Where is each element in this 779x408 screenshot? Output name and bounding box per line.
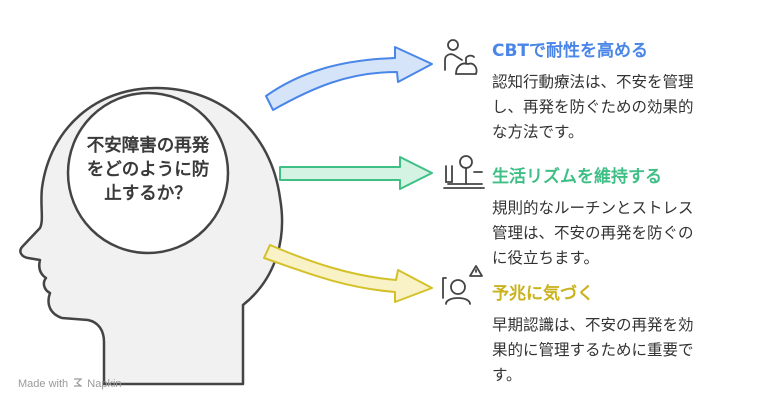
center-question: 不安障害の再発 をどのように防 止するか？ xyxy=(86,136,210,204)
arrow-yellow xyxy=(263,244,433,303)
item-desc-signs: 早期認識は、不安の再発を効 果的に管理するために重要で す。 xyxy=(492,316,694,384)
item-desc-rhythm: 規則的なルーチンとストレス 管理は、不安の再発を防ぐの に役立ちます。 xyxy=(492,199,694,267)
item-title-rhythm: 生活リズムを維持する xyxy=(492,167,662,187)
thought-circle xyxy=(66,91,230,255)
item-title-signs: 予兆に気づく xyxy=(492,284,594,304)
warning-person-icon xyxy=(442,265,483,305)
footer-credit: Made with Napkin xyxy=(18,378,122,390)
footer-brand: Napkin xyxy=(87,378,122,390)
arrow-green xyxy=(279,156,433,190)
item-title-cbt: CBTで耐性を高める xyxy=(492,41,649,61)
balance-scale-icon xyxy=(443,155,485,189)
footer-made-with: Made with xyxy=(18,378,69,390)
napkin-logo-icon xyxy=(73,378,84,390)
arrow-blue xyxy=(265,46,433,111)
item-desc-cbt: 認知行動療法は、不安を管理 し、再発を防ぐための効果的 な方法です。 xyxy=(492,73,694,141)
person-plant-icon xyxy=(444,39,478,75)
